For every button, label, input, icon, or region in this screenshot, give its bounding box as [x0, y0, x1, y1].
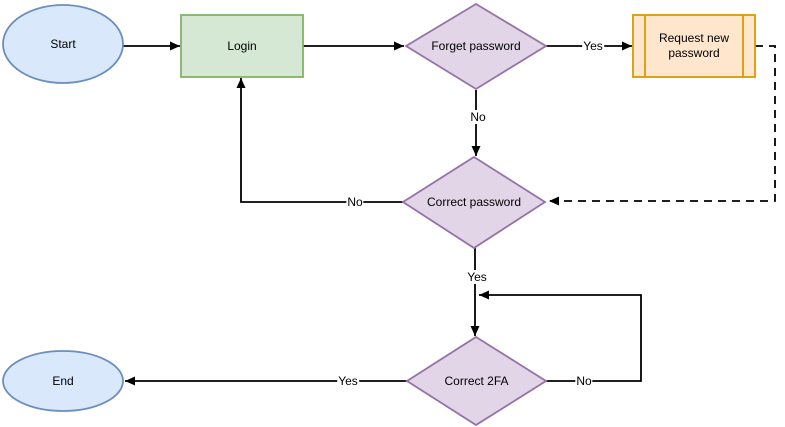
node-end-shape[interactable]	[2, 350, 124, 412]
node-request-new-password-shape[interactable]	[632, 14, 756, 78]
edge-correct-password-to-login[interactable]	[236, 78, 403, 203]
node-start-shape[interactable]	[2, 4, 124, 84]
node-correct-2fa-shape[interactable]	[405, 335, 548, 427]
node-login-shape[interactable]	[180, 14, 304, 78]
node-request-new-password-rect[interactable]	[632, 14, 756, 78]
node-correct-password-shape[interactable]	[401, 155, 547, 250]
edge-request-new-password-to-correct-password[interactable]	[549, 45, 776, 206]
node-forget-password-shape[interactable]	[404, 2, 548, 91]
edge-correct-2fa-loop-back[interactable]	[479, 290, 642, 382]
